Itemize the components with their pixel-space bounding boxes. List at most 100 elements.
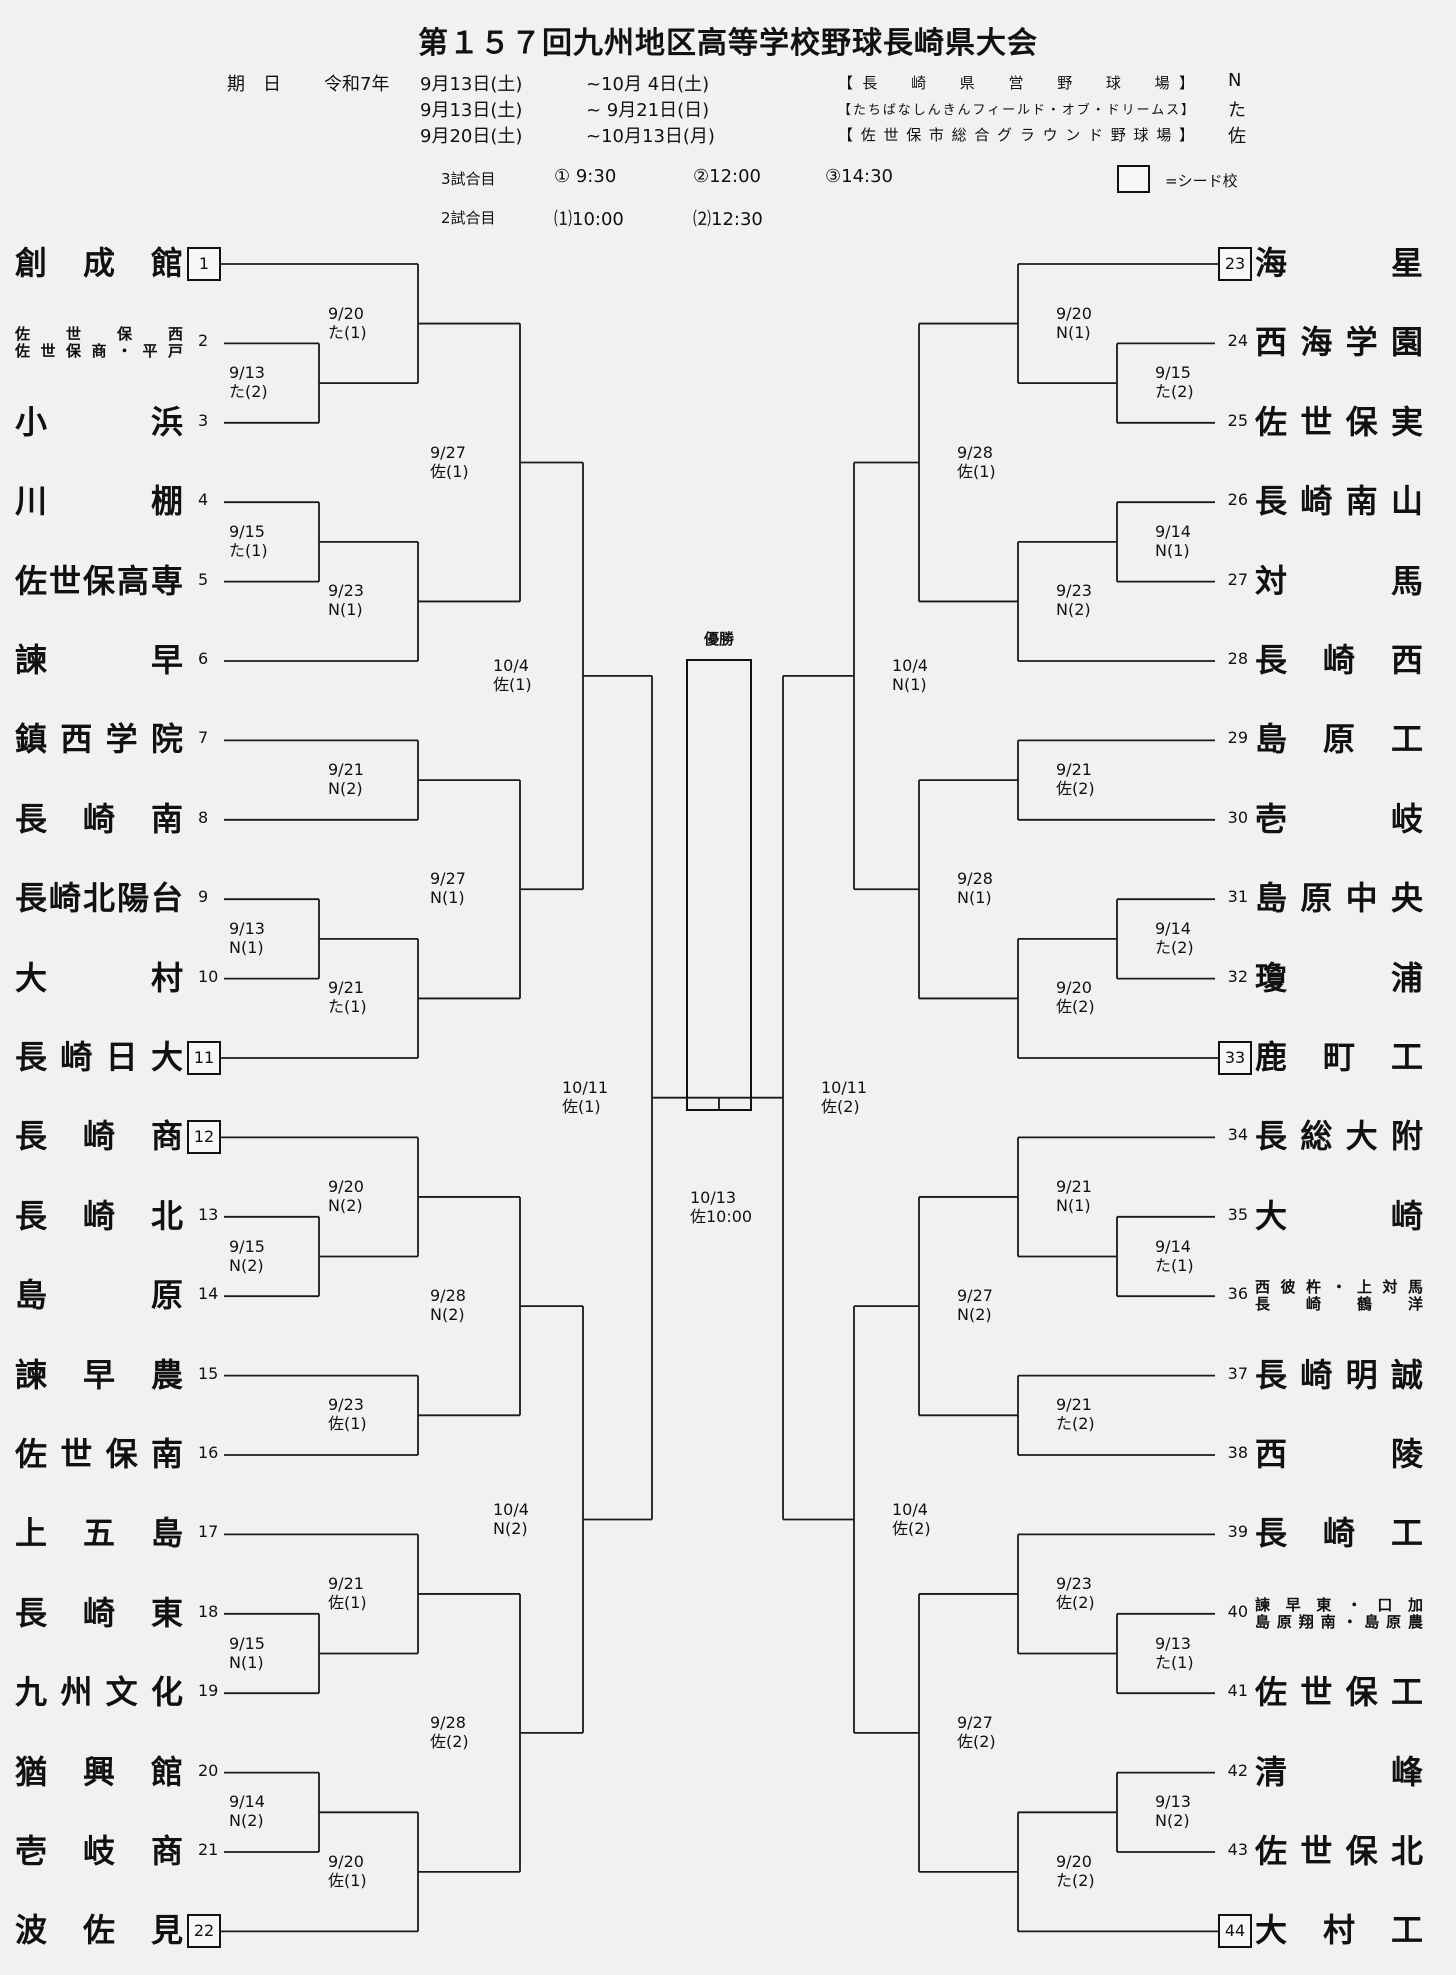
team-number: 36: [1227, 1284, 1248, 1304]
team-name: 佐世保工: [1255, 1673, 1423, 1712]
team-number: 38: [1227, 1443, 1248, 1462]
schedule-start: 9月20日(土): [420, 126, 523, 147]
team-name: 長崎南山: [1255, 482, 1423, 521]
team-number: 18: [198, 1601, 219, 1621]
team-name: 対馬: [1255, 561, 1423, 600]
match-date: 9/14: [1155, 918, 1191, 938]
match-venue: 佐(2): [1056, 779, 1095, 799]
match-venue: 佐(2): [1056, 1592, 1095, 1612]
match-date: 9/21: [1056, 1395, 1092, 1415]
team-name: 長崎北: [15, 1196, 183, 1235]
seed-legend-label: =シード校: [1165, 172, 1238, 190]
match-venue: た(2): [1056, 1414, 1095, 1434]
schedule-abbr: 佐: [1228, 126, 1246, 147]
time-slot: ① 9:30: [554, 166, 617, 187]
match-date: 10/4: [892, 1499, 928, 1519]
team-name-line: 西彼杵・上対馬: [1255, 1278, 1423, 1297]
time-row-label: 3試合目: [441, 170, 496, 188]
team-name: 猶興館: [15, 1752, 183, 1791]
team-number: 32: [1227, 966, 1248, 986]
match-venue: た(1): [1155, 1255, 1194, 1275]
match-venue: N(2): [229, 1255, 264, 1275]
match-date: 9/14: [1155, 521, 1191, 541]
match-date: 9/28: [430, 1712, 466, 1732]
team-number: 41: [1227, 1681, 1248, 1701]
match-venue: 佐(2): [957, 1731, 996, 1751]
match-date: 9/21: [328, 760, 364, 780]
team-name: 島原: [15, 1276, 183, 1315]
team-number: 27: [1227, 569, 1248, 589]
team-number: 31: [1227, 887, 1248, 907]
team-number: 37: [1227, 1363, 1248, 1383]
match-date: 9/27: [430, 869, 466, 889]
team-name: 創成館: [15, 244, 183, 282]
match-venue: N(2): [957, 1305, 992, 1325]
schedule-abbr: N: [1228, 70, 1242, 91]
team-name: 長崎明誠: [1255, 1355, 1423, 1394]
schedule-venue: 【たちばなしんきんフィールド・オブ・ドリームス】: [838, 103, 1194, 118]
team-number: 29: [1227, 728, 1248, 748]
team-name: 長崎西: [1255, 641, 1423, 679]
match-venue: た(1): [328, 997, 367, 1017]
match-venue: た(1): [1155, 1652, 1194, 1672]
team-number: 28: [1227, 649, 1248, 668]
team-name: 諫早農: [15, 1355, 183, 1394]
schedule-abbr: た: [1228, 100, 1246, 121]
match-venue: N(1): [1056, 322, 1091, 342]
match-date: 9/13: [1155, 1633, 1191, 1653]
match-venue: N(2): [493, 1518, 528, 1538]
match-date: 10/4: [493, 1499, 529, 1519]
match-date: 10/11: [562, 1077, 609, 1097]
match-date: 9/21: [1056, 760, 1092, 780]
match-date: 9/15: [229, 1633, 265, 1653]
match-date: 9/15: [229, 521, 265, 541]
team-number: 39: [1227, 1522, 1248, 1542]
time-slot: ⑵12:30: [693, 209, 763, 230]
match-venue: 佐(1): [328, 1592, 367, 1612]
team-name: 諫早東・口加島原翔南・島原農: [1255, 1596, 1423, 1631]
match-date: 9/27: [957, 1712, 993, 1732]
team-name-line: 島原翔南・島原農: [1255, 1612, 1423, 1631]
match-venue: N(1): [229, 937, 264, 957]
match-date: 9/20: [1056, 1851, 1092, 1871]
team-number: 7: [198, 728, 209, 748]
team-name: 長崎商: [15, 1117, 183, 1156]
seed-number: 12: [187, 1120, 221, 1155]
match-venue: 佐(1): [957, 461, 996, 481]
team-name: 西彼杵・上対馬長崎鶴洋: [1255, 1279, 1423, 1313]
match-venue: た(1): [229, 540, 268, 560]
match-date: 9/23: [1056, 581, 1092, 601]
page-title: 第１５７回九州地区高等学校野球長崎県大会: [418, 26, 1038, 61]
match-date: 9/27: [957, 1286, 993, 1306]
team-name: 佐世保高専: [15, 561, 183, 600]
match-venue: N(1): [328, 600, 363, 620]
team-name-line: 長崎鶴洋: [1255, 1295, 1423, 1314]
match-date: 10/11: [821, 1077, 868, 1097]
match-venue: た(2): [229, 382, 268, 402]
match-date: 9/28: [957, 869, 993, 889]
match-venue: N(1): [892, 674, 927, 694]
match-date: 9/27: [430, 442, 466, 462]
match-venue: N(1): [430, 888, 465, 908]
match-date: 9/20: [328, 303, 364, 323]
match-date: 9/14: [1155, 1236, 1191, 1256]
match-venue: N(1): [957, 888, 992, 908]
team-name: 長崎工: [1255, 1514, 1423, 1553]
